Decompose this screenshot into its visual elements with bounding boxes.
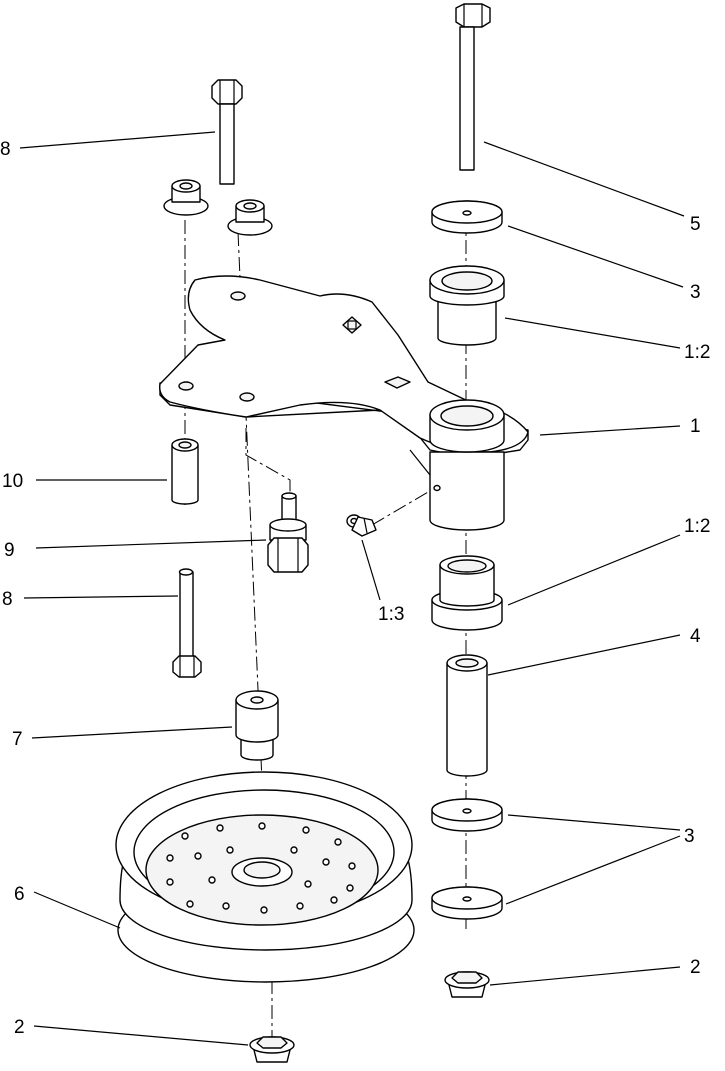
- bushing-part-1-2-top: [429, 265, 505, 346]
- callout-3-top: 3: [690, 282, 701, 303]
- leader-9: [35, 539, 267, 549]
- callout-1-2-bottom: 1:2: [684, 516, 710, 537]
- centerline-stud: [245, 428, 291, 496]
- callout-10: 10: [2, 471, 23, 492]
- leader-4: [487, 634, 681, 676]
- callout-1: 1: [690, 416, 701, 437]
- callout-2-right: 2: [690, 957, 701, 978]
- leader-1-2-top: [504, 317, 681, 349]
- bolt-part-8-top: [211, 79, 243, 185]
- leader-2-right: [489, 966, 681, 986]
- flange-nut-top-middle: [227, 199, 273, 236]
- callout-4: 4: [690, 626, 701, 647]
- callout-labels: 8 5 3 1:2 1 1:2 4 3 2 1:3 10 9 8 7 6 2: [0, 139, 710, 1038]
- callout-5: 5: [690, 214, 701, 235]
- washer-part-3-top: [431, 200, 503, 234]
- grease-fitting-part-1-3: [346, 514, 377, 537]
- callout-9: 9: [4, 540, 15, 561]
- spacer-part-10: [171, 438, 199, 505]
- spacer-part-4: [446, 654, 488, 777]
- flange-nut-part-2-left: [249, 1036, 295, 1063]
- centerline-grease-fitting: [371, 484, 441, 526]
- callout-3-lower: 3: [684, 826, 695, 847]
- flange-nut-part-2-right: [444, 971, 490, 998]
- leader-7: [31, 726, 233, 739]
- callout-1-3: 1:3: [378, 604, 404, 625]
- leader-3-top: [507, 225, 684, 288]
- leader-3-lower-b: [505, 835, 681, 905]
- washer-part-3-middle: [431, 798, 503, 832]
- leader-lines: [19, 131, 685, 1046]
- pulley-spacer-part-7: [235, 690, 279, 761]
- callout-6: 6: [14, 884, 25, 905]
- leader-8-top: [19, 131, 216, 149]
- bolt-part-5: [455, 3, 491, 171]
- callout-8-bottom: 8: [2, 589, 13, 610]
- leader-5: [483, 141, 685, 217]
- leader-1: [539, 425, 681, 436]
- leader-8-bottom: [23, 595, 179, 599]
- leader-2-left: [33, 1025, 249, 1046]
- idler-pulley-part-6: [115, 771, 415, 983]
- callout-1-2-top: 1:2: [684, 342, 710, 363]
- idler-arm-part-1: [159, 275, 529, 531]
- callout-2-left: 2: [14, 1017, 25, 1038]
- stud-part-9: [267, 492, 309, 573]
- callout-8-top: 8: [0, 139, 11, 160]
- pulley-holes: [166, 822, 356, 914]
- leader-6: [33, 891, 121, 929]
- callout-7: 7: [12, 729, 23, 750]
- leader-1-2-bottom: [507, 534, 681, 606]
- washer-part-3-bottom: [431, 886, 503, 920]
- leader-1-3: [361, 539, 381, 601]
- leader-3-lower-a: [507, 814, 681, 831]
- flange-nut-top-left: [163, 179, 209, 216]
- bushing-part-1-2-bottom: [431, 555, 503, 631]
- bolt-part-8-bottom: [172, 568, 202, 678]
